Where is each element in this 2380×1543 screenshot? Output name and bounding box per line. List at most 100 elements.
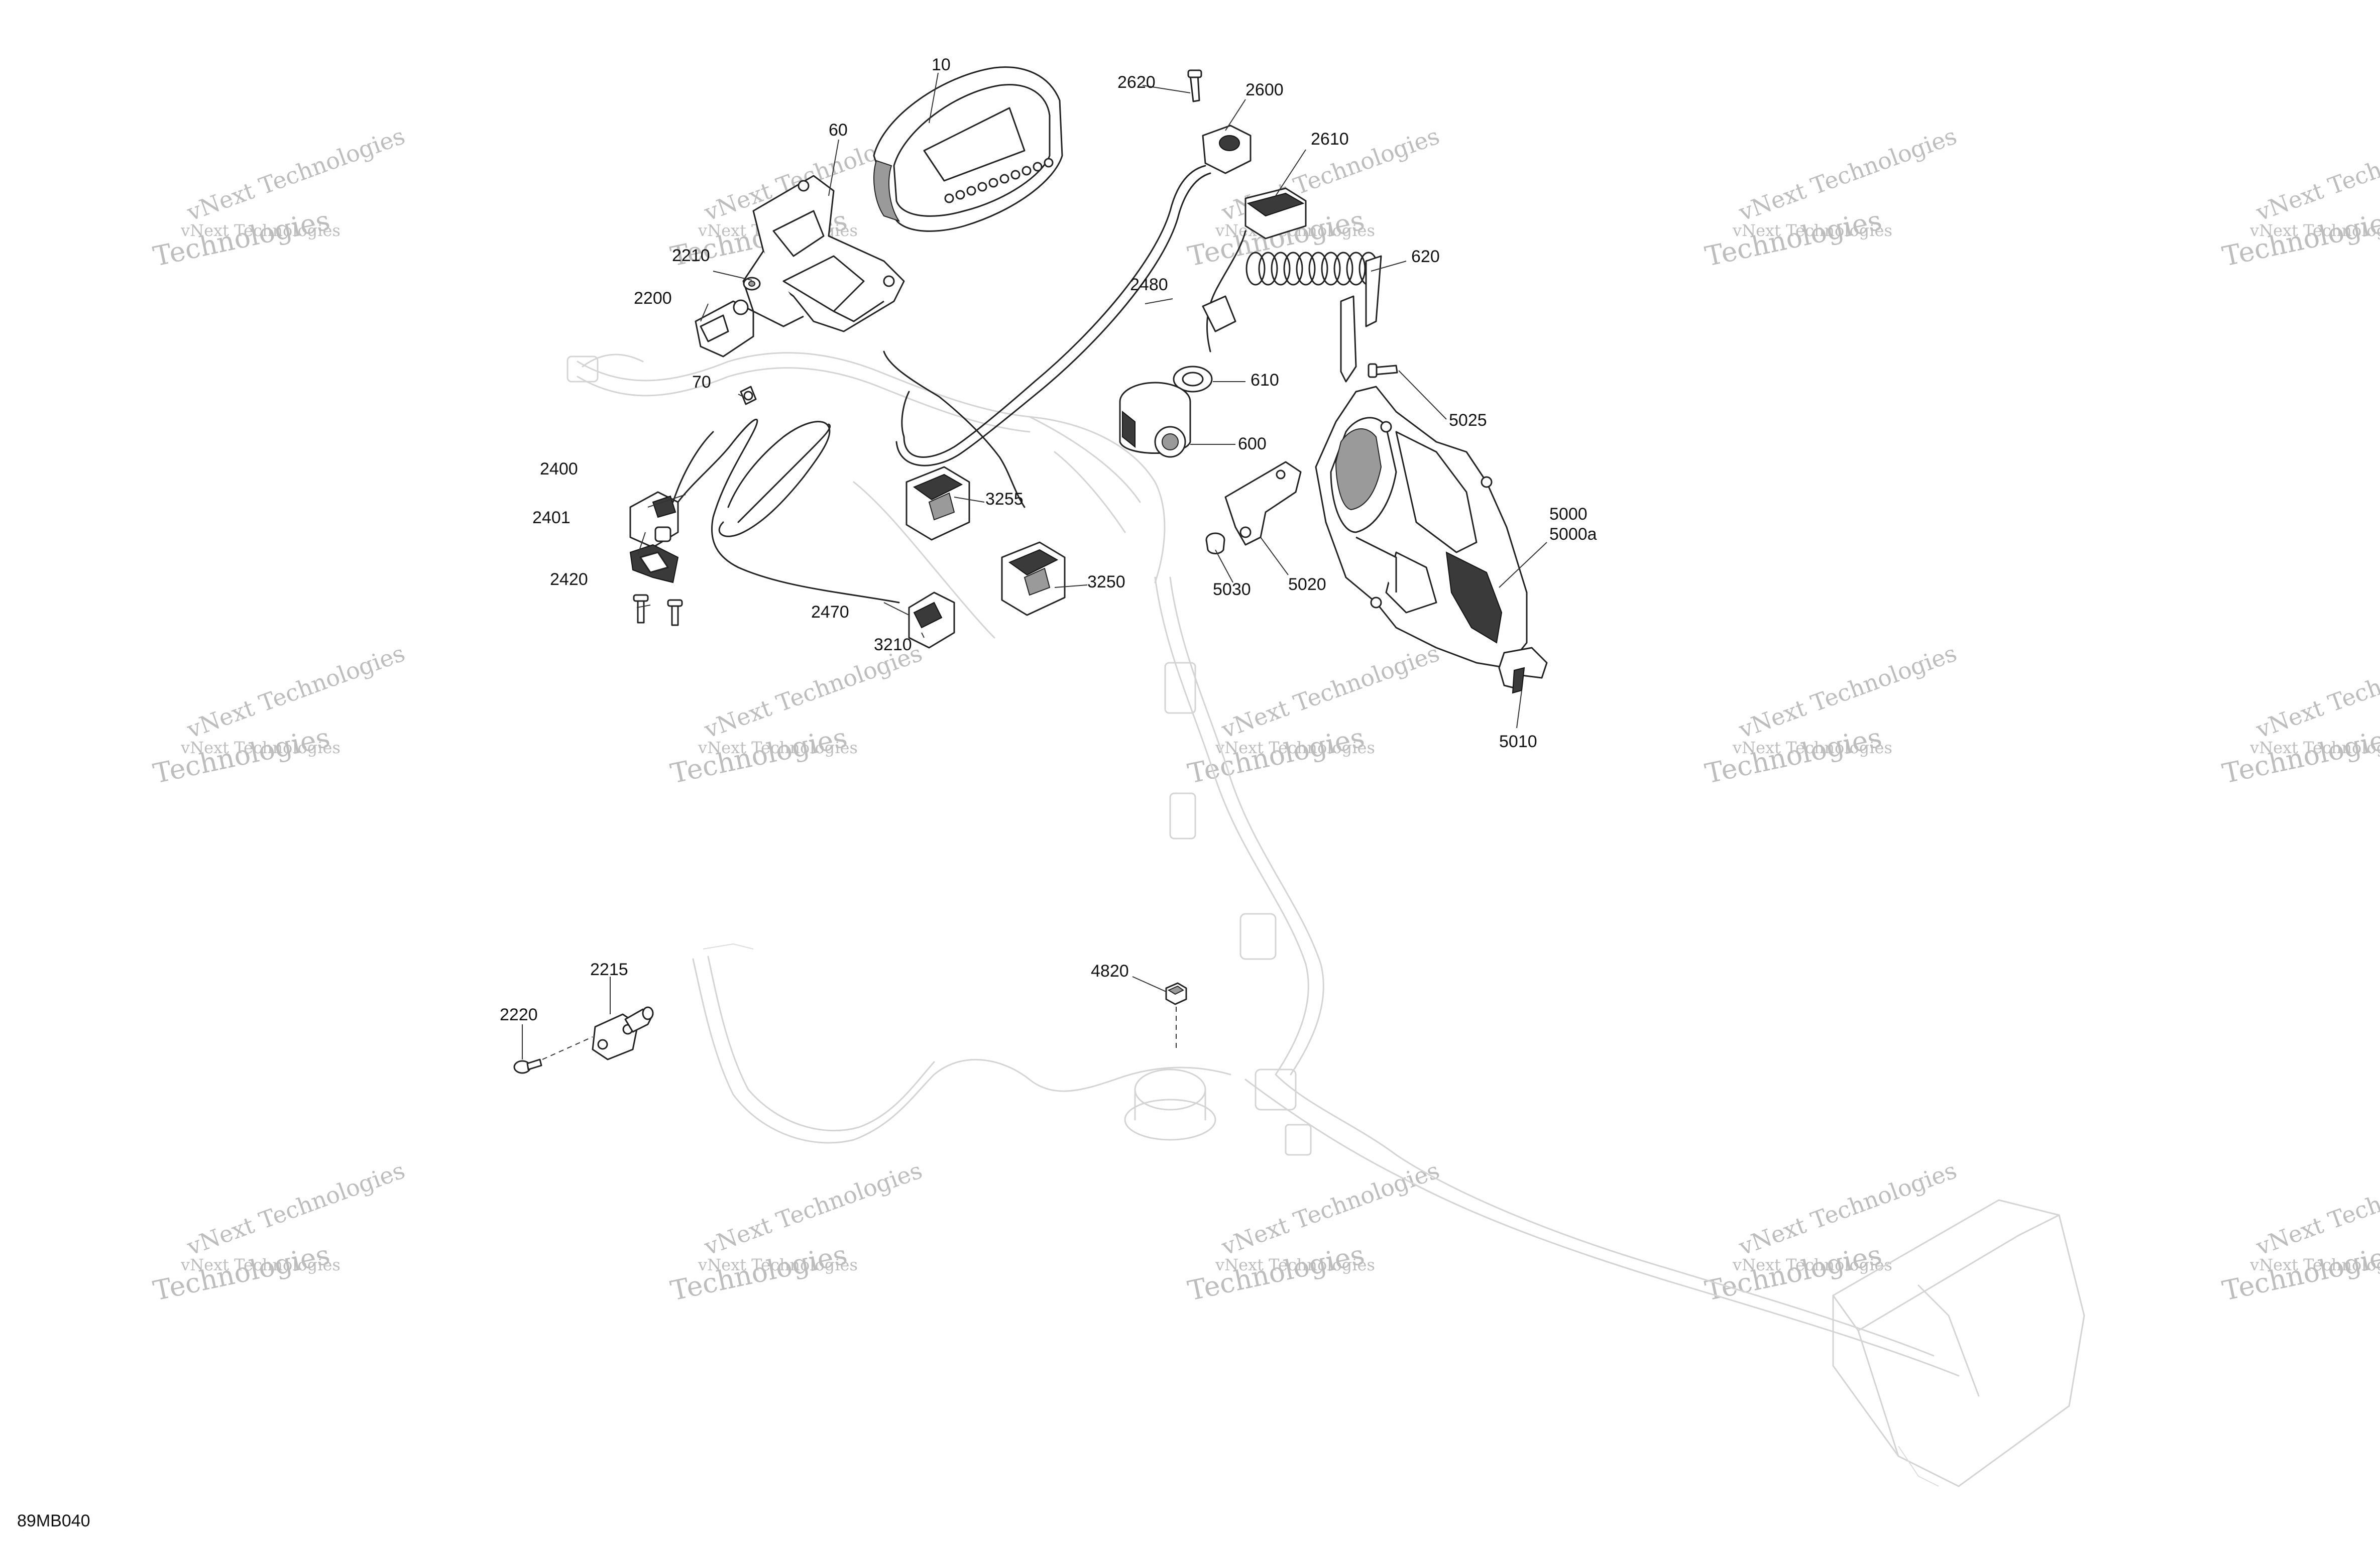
part-3210-connector [908,591,955,649]
part-10-instrument-cluster [873,66,1063,232]
part-2470-cable [672,418,900,604]
callout-2401: 2401 [532,508,571,527]
callout-3255: 3255 [985,490,1024,509]
part-60-bracket [742,175,905,332]
coil-loops [1245,252,1379,286]
watermark-text: vNext Technologies [1732,1255,1892,1274]
callout-5020: 5020 [1288,575,1326,594]
callout-5000: 5000 [1549,505,1588,524]
part-5020-bracket [1224,461,1302,546]
watermark-text: vNext Technologies [1215,738,1375,757]
part-5000-module [1315,386,1528,669]
watermark: vNext Technologies Technologies vNext Te… [668,639,926,789]
callout-5000a: 5000a [1549,525,1597,544]
callout-4820: 4820 [1091,962,1129,981]
part-70-clip [740,386,757,405]
part-2220-screw [513,1058,542,1074]
part-5030-nut [1205,532,1225,554]
watermark-text: Technologies [1185,1239,1368,1307]
watermark-text: Technologies [1703,722,1885,790]
watermark-text: vNext Technologies [180,221,341,240]
watermark: vNext Technologies Technologies vNext Te… [2220,122,2380,272]
watermark-text: Technologies [151,1239,333,1307]
callout-70: 70 [692,373,711,392]
ghost-harness [566,352,2085,1487]
part-620-coil-tether [1202,230,1382,383]
callout-2400: 2400 [540,459,578,479]
callout-600: 600 [1238,434,1267,453]
watermark-text: vNext Technologies [2249,738,2380,757]
drawing-code: 89MB040 [17,1511,90,1530]
callout-2215: 2215 [590,960,628,979]
watermark: vNext Technologies Technologies vNext Te… [668,1156,926,1307]
watermark: vNext Technologies Technologies vNext Te… [1703,122,1961,272]
watermark-text: vNext Technologies [1732,738,1892,757]
part-610-grommet [1173,366,1213,393]
watermark: vNext Technologies Technologies vNext Te… [2220,1156,2380,1307]
assembly-line-2220 [542,1036,593,1060]
watermark-text: Technologies [1185,722,1368,790]
watermark-text: vNext Technologies [180,1255,341,1274]
callout-2470: 2470 [811,603,849,622]
watermark-text: vNext Technologies [1215,1255,1375,1274]
part-2480-cable [883,165,1211,508]
callout-2620: 2620 [1117,73,1156,92]
part-2600-switch [1202,125,1252,174]
watermark: vNext Technologies Technologies vNext Te… [151,122,409,272]
part-2610-module [1244,187,1307,240]
part-2210-nut [743,277,761,291]
part-600-key-switch [1119,382,1191,458]
callout-60: 60 [829,121,848,140]
watermark-text: vNext Technologies [2252,639,2380,743]
watermark-text: vNext Technologies [698,1255,858,1274]
part-2401-lower-housing [629,544,679,583]
watermark-text: vNext Technologies [2249,1255,2380,1274]
callout-5010: 5010 [1499,732,1537,751]
watermark-text: vNext Technologies [2252,122,2380,226]
leader-lines [522,72,1547,1059]
part-5010-clip [1498,647,1548,694]
callout-2480: 2480 [1130,275,1168,294]
part-3250-switch [1001,541,1066,616]
watermark-text: Technologies [2220,204,2380,273]
watermark-text: Technologies [2220,1239,2380,1307]
watermark-text: vNext Technologies [180,738,341,757]
watermark-text: Technologies [1703,1239,1885,1307]
part-2620-screw [1187,69,1202,102]
watermark-text: Technologies [151,204,333,273]
part-2400-switch-housing [629,491,679,548]
watermark: vNext Technologies Technologies vNext Te… [1703,1156,1961,1307]
watermark: vNext Technologies Technologies vNext Te… [151,1156,409,1307]
callout-2420: 2420 [550,570,588,589]
part-2420-screws [633,594,683,626]
callout-610: 610 [1251,371,1279,390]
cluster-buttons [944,158,1054,203]
watermark-text: vNext Technologies [1732,221,1892,240]
callout-2600: 2600 [1245,80,1284,99]
watermark-text: Technologies [151,722,333,790]
callout-3250: 3250 [1087,572,1125,591]
watermark-text: Technologies [668,1239,850,1307]
watermark-text: Technologies [668,722,850,790]
watermark: vNext Technologies Technologies vNext Te… [2220,639,2380,789]
watermark: vNext Technologies Technologies vNext Te… [1703,639,1961,789]
callout-2210: 2210 [672,246,710,265]
watermark-text: vNext Technologies [2252,1156,2380,1260]
watermark-text: vNext Technologies [698,738,858,757]
callout-labels: 10 60 70 600 610 620 2200 2210 2215 2220… [500,55,1597,1024]
callout-620: 620 [1411,247,1440,266]
watermark-text: Technologies [2220,722,2380,790]
callout-2610: 2610 [1311,130,1349,149]
part-2215-sensor [592,1006,654,1060]
part-4820-nut [1165,982,1187,1005]
watermark-text: Technologies [1703,204,1885,273]
callout-2200: 2200 [634,289,672,308]
watermark-layer: vNext Technologies Technologies vNext Te… [151,122,2380,1307]
watermark-text: vNext Technologies [2249,221,2380,240]
watermark: vNext Technologies Technologies vNext Te… [151,639,409,789]
watermark: vNext Technologies Technologies vNext Te… [1185,639,1443,789]
callout-5025: 5025 [1449,411,1487,430]
callout-5030: 5030 [1213,580,1251,599]
